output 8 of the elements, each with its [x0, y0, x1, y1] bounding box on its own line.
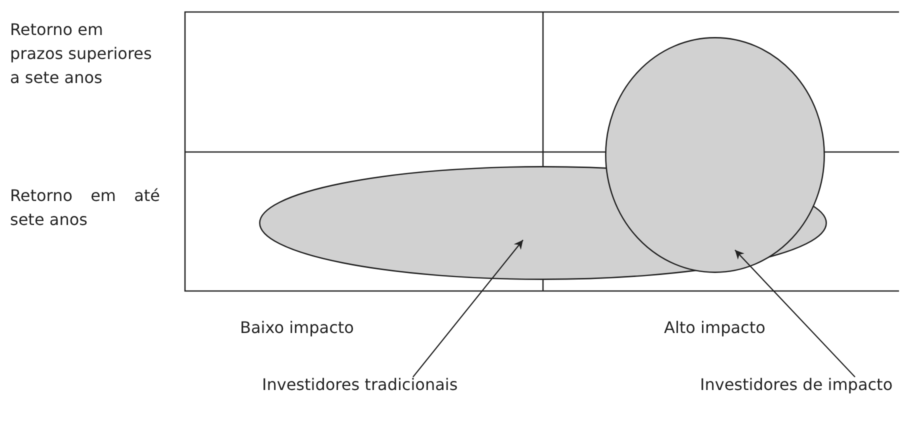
- callout-label: Investidores de impacto: [700, 373, 893, 397]
- axis-label: Retorno em prazos superiores a sete anos: [10, 19, 153, 89]
- leader-line: [734, 250, 856, 378]
- axis-label: Retorno em até sete anos: [10, 185, 160, 231]
- leader-line: [412, 240, 524, 378]
- callout-label: Investidores tradicionais: [262, 373, 458, 397]
- axis-label: Baixo impacto: [240, 317, 355, 339]
- axis-label: Alto impacto: [664, 317, 766, 339]
